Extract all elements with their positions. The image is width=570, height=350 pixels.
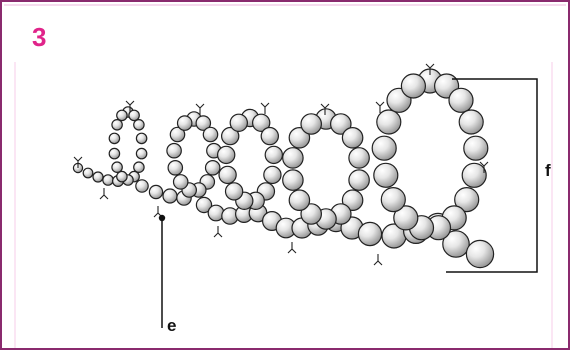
bead: [230, 114, 247, 131]
bead: [112, 120, 122, 130]
bead: [466, 240, 493, 267]
bead: [163, 189, 177, 203]
bead: [265, 146, 282, 163]
bead: [449, 88, 473, 112]
branch: [374, 254, 382, 265]
bead: [103, 175, 113, 185]
branch: [288, 242, 296, 253]
bead: [203, 127, 217, 141]
bead: [83, 168, 93, 178]
bead: [117, 110, 127, 120]
bead: [208, 205, 224, 221]
bead: [261, 128, 278, 145]
bead: [342, 128, 362, 148]
bead: [349, 170, 369, 190]
bead: [149, 185, 162, 198]
bead: [377, 110, 401, 134]
bead: [358, 222, 381, 245]
bead: [112, 162, 122, 172]
bead: [134, 120, 144, 130]
bead: [206, 161, 220, 175]
bead: [136, 180, 148, 192]
bead: [301, 114, 321, 134]
bead: [349, 148, 369, 168]
bead: [218, 146, 235, 163]
bead: [136, 133, 146, 143]
bead: [464, 136, 488, 160]
bead: [264, 166, 281, 183]
label-e: e: [167, 316, 176, 335]
bead: [136, 148, 146, 158]
bead: [109, 148, 119, 158]
branch: [100, 188, 108, 199]
bead: [219, 166, 236, 183]
bead: [401, 74, 425, 98]
bead: [174, 175, 188, 189]
bead: [168, 161, 182, 175]
bead: [226, 183, 243, 200]
bead: [117, 171, 127, 181]
branch: [261, 103, 269, 114]
bead: [134, 162, 144, 172]
label-e-dot: [159, 215, 165, 221]
bead: [109, 133, 119, 143]
bead: [283, 148, 303, 168]
bead: [167, 144, 181, 158]
bead: [372, 136, 396, 160]
bead: [462, 163, 486, 187]
bead: [459, 110, 483, 134]
bead: [93, 172, 103, 182]
branch: [214, 226, 222, 237]
label-f: f: [545, 161, 551, 180]
bead: [381, 188, 405, 212]
bead: [178, 116, 192, 130]
bead: [283, 170, 303, 190]
bead-chain: [73, 69, 493, 268]
bead: [374, 163, 398, 187]
bead: [289, 190, 309, 210]
